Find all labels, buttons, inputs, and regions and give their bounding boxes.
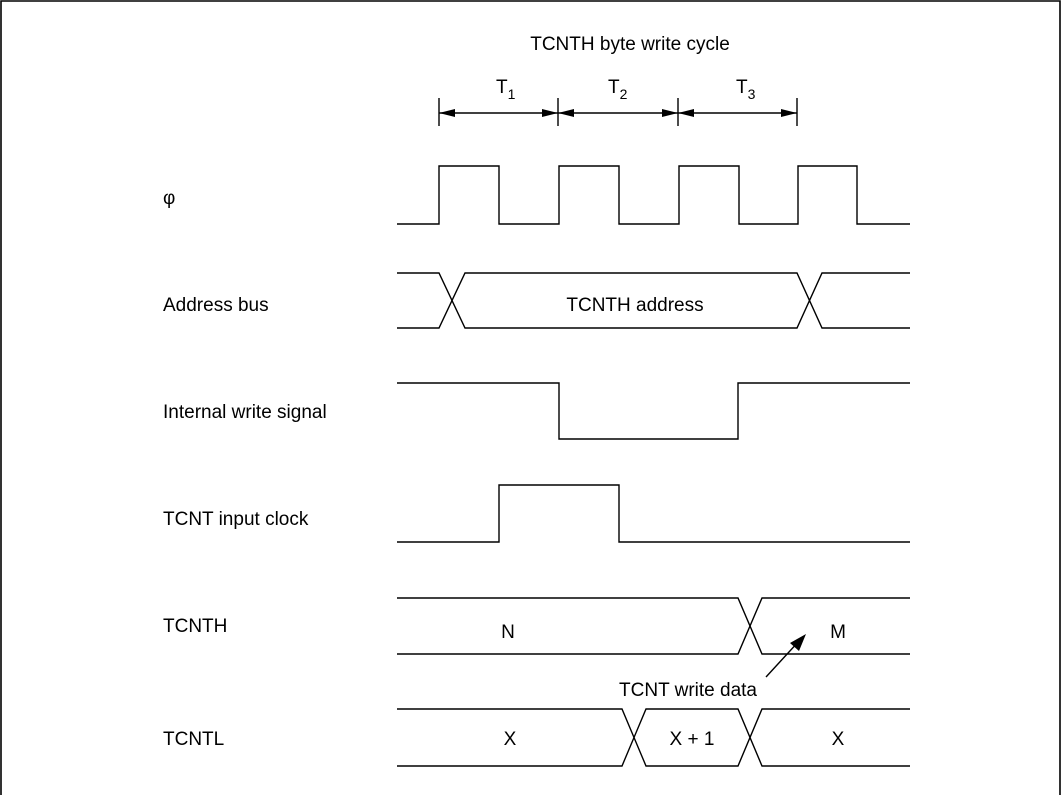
signal-label-tcnt-input-clock: TCNT input clock <box>163 509 309 530</box>
tcntl-value-mid: X + 1 <box>670 729 715 750</box>
arrowhead <box>542 109 558 117</box>
signal-label-tcnth: TCNTH <box>163 616 227 637</box>
annotation-tcnt-write-data: TCNT write data <box>619 680 757 701</box>
state-label-t3: T3 <box>736 77 756 102</box>
arrowhead <box>790 634 806 651</box>
signal-label-address-bus: Address bus <box>163 295 269 316</box>
tcntl-waveform <box>397 708 910 767</box>
address-bus-value: TCNTH address <box>566 295 703 316</box>
arrowhead <box>558 109 574 117</box>
tcntl-edge <box>397 708 910 767</box>
arrowhead <box>678 109 694 117</box>
write-data-pointer <box>765 634 806 678</box>
state-label-t1: T1 <box>496 77 516 102</box>
tcnth-waveform <box>397 597 910 655</box>
diagram-title: TCNTH byte write cycle <box>530 34 730 55</box>
signal-label-tcntl: TCNTL <box>163 729 224 750</box>
address-bus-waveform <box>397 272 910 329</box>
signal-label-internal-write: Internal write signal <box>163 402 327 423</box>
tcntl-edge <box>397 708 910 767</box>
address-bus-edge <box>397 272 910 329</box>
address-bus-edge <box>397 272 910 329</box>
internal-write-waveform <box>397 382 910 440</box>
tcntl-value-before: X <box>504 729 517 750</box>
tcnth-value-after: M <box>830 622 846 643</box>
tcnth-edge <box>397 597 910 655</box>
signal-label-phi: φ <box>163 188 175 209</box>
state-label-t2: T2 <box>608 77 628 102</box>
tcnt-input-clock-waveform <box>397 484 910 543</box>
tcnth-value-before: N <box>501 622 515 643</box>
arrowhead <box>439 109 455 117</box>
arrowhead <box>662 109 678 117</box>
phi-waveform <box>397 165 910 225</box>
state-dimension-arrows <box>438 98 798 126</box>
arrowhead <box>781 109 797 117</box>
tcntl-value-after: X <box>832 729 845 750</box>
